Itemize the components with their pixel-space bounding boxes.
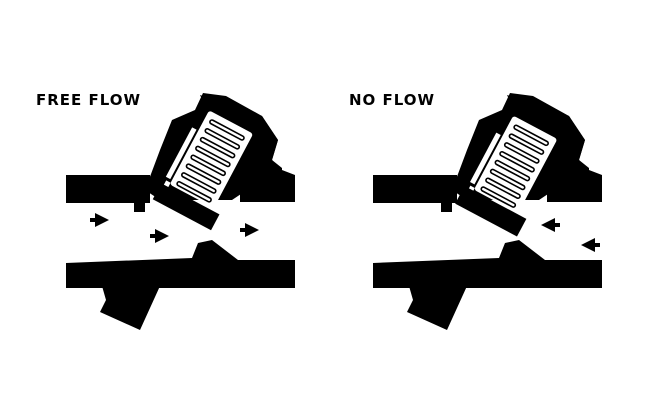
free-flow-valve — [66, 93, 295, 330]
flow-arrow-right-icon — [150, 229, 169, 243]
flow-arrow-left-icon — [581, 238, 600, 252]
no-flow-valve — [373, 93, 602, 330]
no-flow-label: NO FLOW — [349, 91, 436, 109]
spring-chamber — [455, 111, 563, 237]
flow-arrow-left-icon — [541, 218, 560, 232]
spring-chamber — [152, 106, 259, 231]
flow-arrow-right-icon — [240, 223, 259, 237]
valve-disc — [455, 185, 527, 237]
free-flow-label: FREE FLOW — [36, 91, 142, 109]
valve-disc — [152, 183, 220, 231]
flow-arrow-right-icon — [90, 213, 109, 227]
